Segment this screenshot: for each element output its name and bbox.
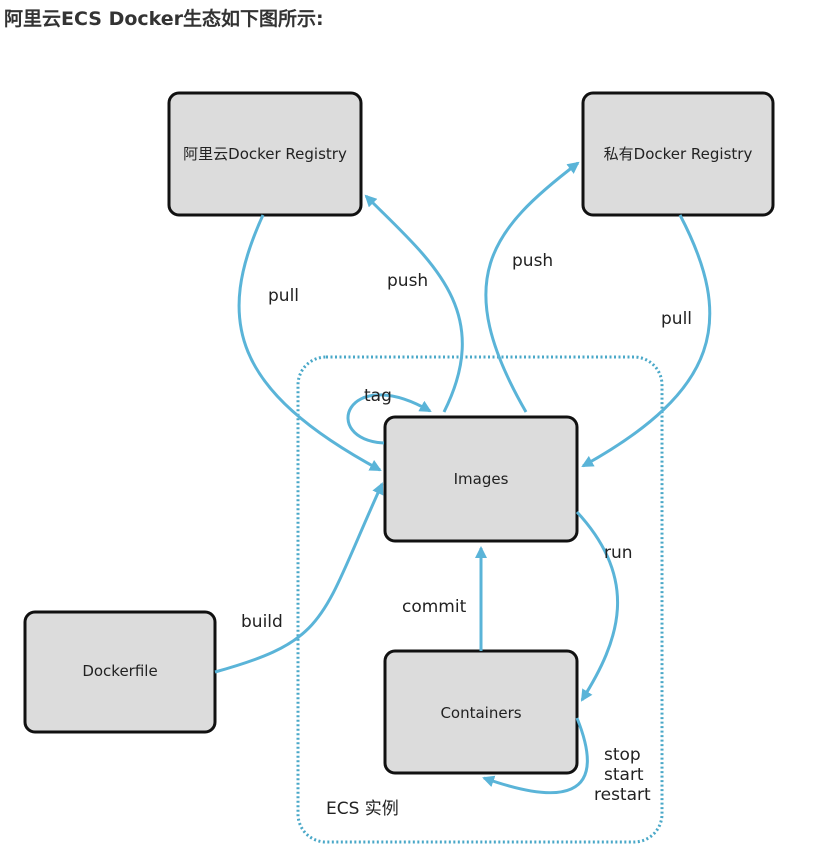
build-arrow <box>214 482 384 674</box>
pull-left-label: pull <box>268 286 299 306</box>
private-registry-label: 私有Docker Registry <box>604 145 753 163</box>
push-left-arrow <box>364 194 464 413</box>
restart-loop-arrow <box>482 717 589 795</box>
tag-arrow <box>346 393 432 445</box>
ecs-instance-label: ECS 实例 <box>326 799 399 819</box>
aliyun-registry-node: 阿里云Docker Registry <box>167 91 363 217</box>
dockerfile-node: Dockerfile <box>23 610 217 734</box>
pull-left-arrow <box>237 214 382 472</box>
build-label: build <box>241 612 283 632</box>
images-label: Images <box>454 470 509 488</box>
run-arrow <box>575 510 619 702</box>
containers-node: Containers <box>383 649 579 775</box>
push-right-label: push <box>512 251 553 271</box>
run-label: run <box>604 543 633 563</box>
restart-label: restart <box>594 785 651 805</box>
containers-label: Containers <box>440 704 521 722</box>
start-label: start <box>604 765 644 785</box>
images-node: Images <box>383 415 579 543</box>
stop-label: stop <box>604 745 641 765</box>
pull-right-label: pull <box>661 309 692 329</box>
aliyun-registry-label: 阿里云Docker Registry <box>183 145 347 163</box>
page-title: 阿里云ECS Docker生态如下图所示: <box>4 8 324 30</box>
push-right-arrow <box>484 161 580 413</box>
ecs-instance-boundary <box>296 355 664 844</box>
dockerfile-label: Dockerfile <box>82 662 157 680</box>
push-left-label: push <box>387 271 428 291</box>
tag-label: tag <box>364 386 392 406</box>
commit-label: commit <box>402 597 467 617</box>
private-registry-node: 私有Docker Registry <box>581 91 775 217</box>
pull-right-arrow <box>581 214 712 468</box>
